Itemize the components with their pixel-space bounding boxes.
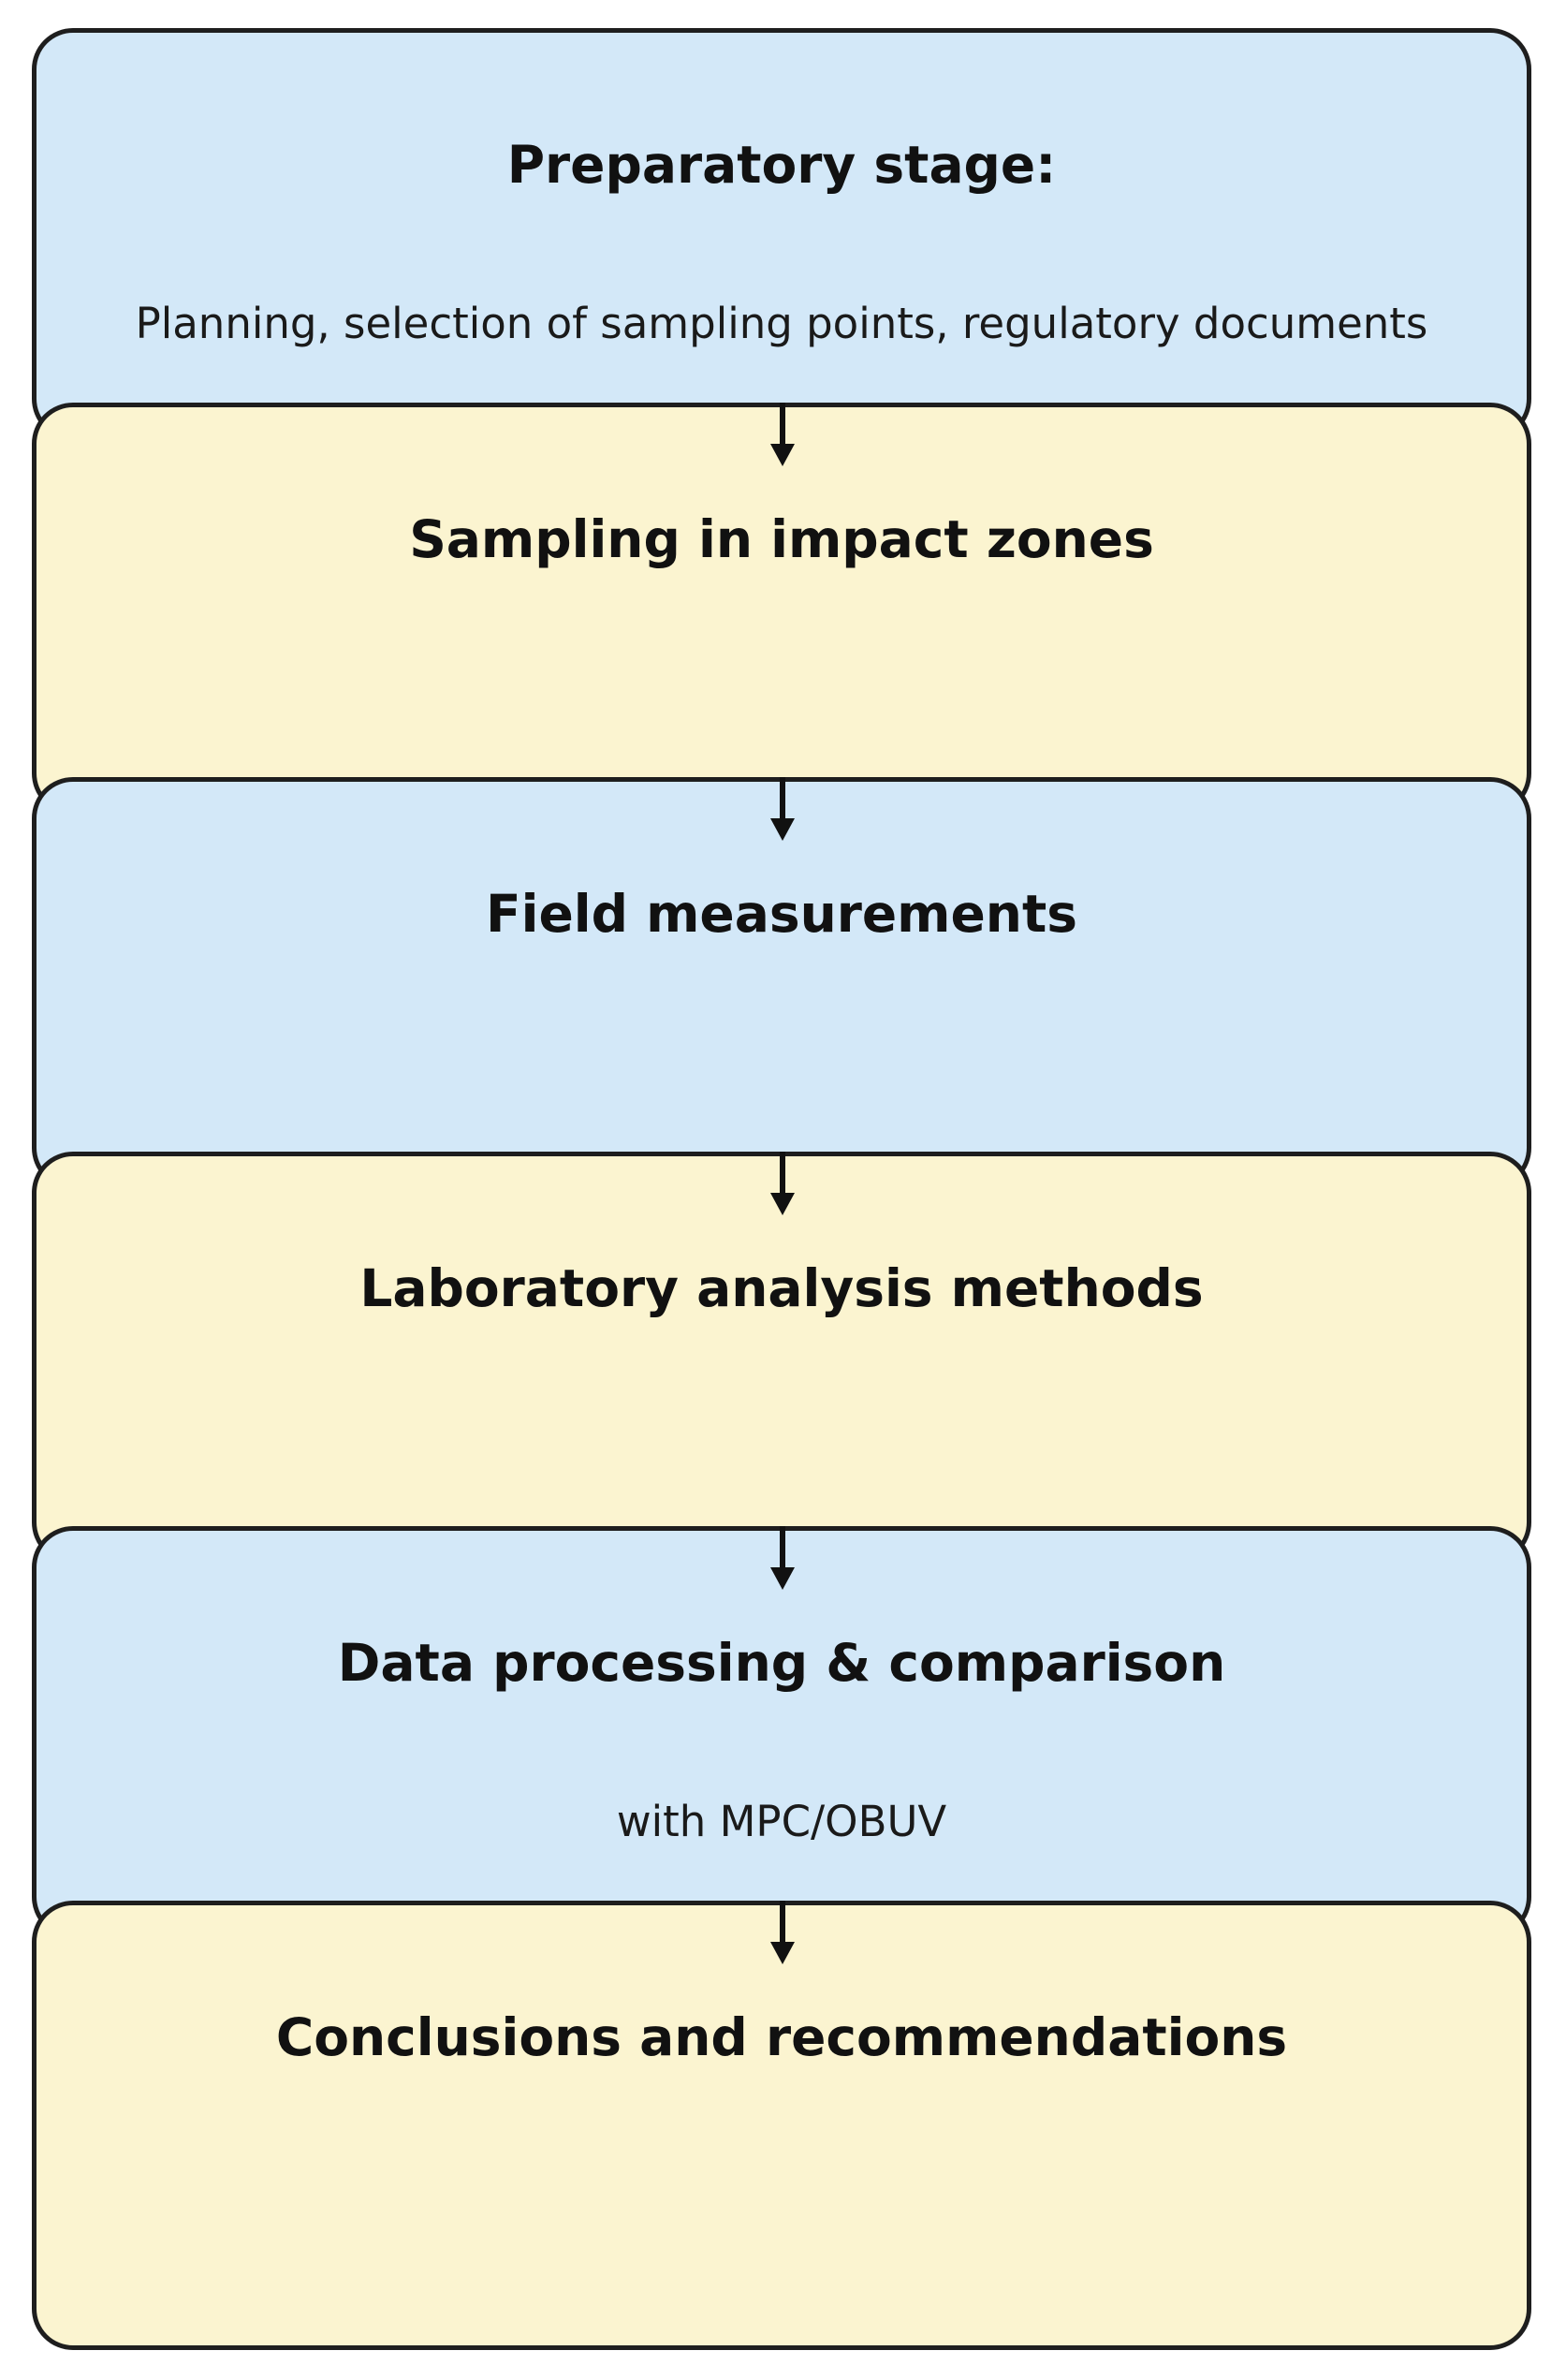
stage-laboratory-analysis: Laboratory analysis methods <box>32 1152 1531 1564</box>
stage-subtitle: Planning, selection of sampling points, … <box>135 299 1428 348</box>
stage-title: Laboratory analysis methods <box>359 1258 1204 1318</box>
stage-title: Conclusions and recommendations <box>275 2007 1288 2067</box>
stage-preparatory: Preparatory stage: Planning, selection o… <box>32 28 1531 440</box>
stage-title: Data processing & comparison <box>337 1633 1226 1693</box>
stage-title: Preparatory stage: <box>506 135 1057 195</box>
stage-data-processing: Data processing & comparison with MPC/OB… <box>32 1526 1531 1938</box>
stage-title: Sampling in impact zones <box>409 509 1154 569</box>
stage-title: Field measurements <box>486 884 1077 944</box>
stage-subtitle: with MPC/OBUV <box>616 1797 947 1846</box>
stage-field-measurements: Field measurements <box>32 777 1531 1189</box>
stage-conclusions: Conclusions and recommendations <box>32 1901 1531 2350</box>
stage-sampling: Sampling in impact zones <box>32 403 1531 815</box>
